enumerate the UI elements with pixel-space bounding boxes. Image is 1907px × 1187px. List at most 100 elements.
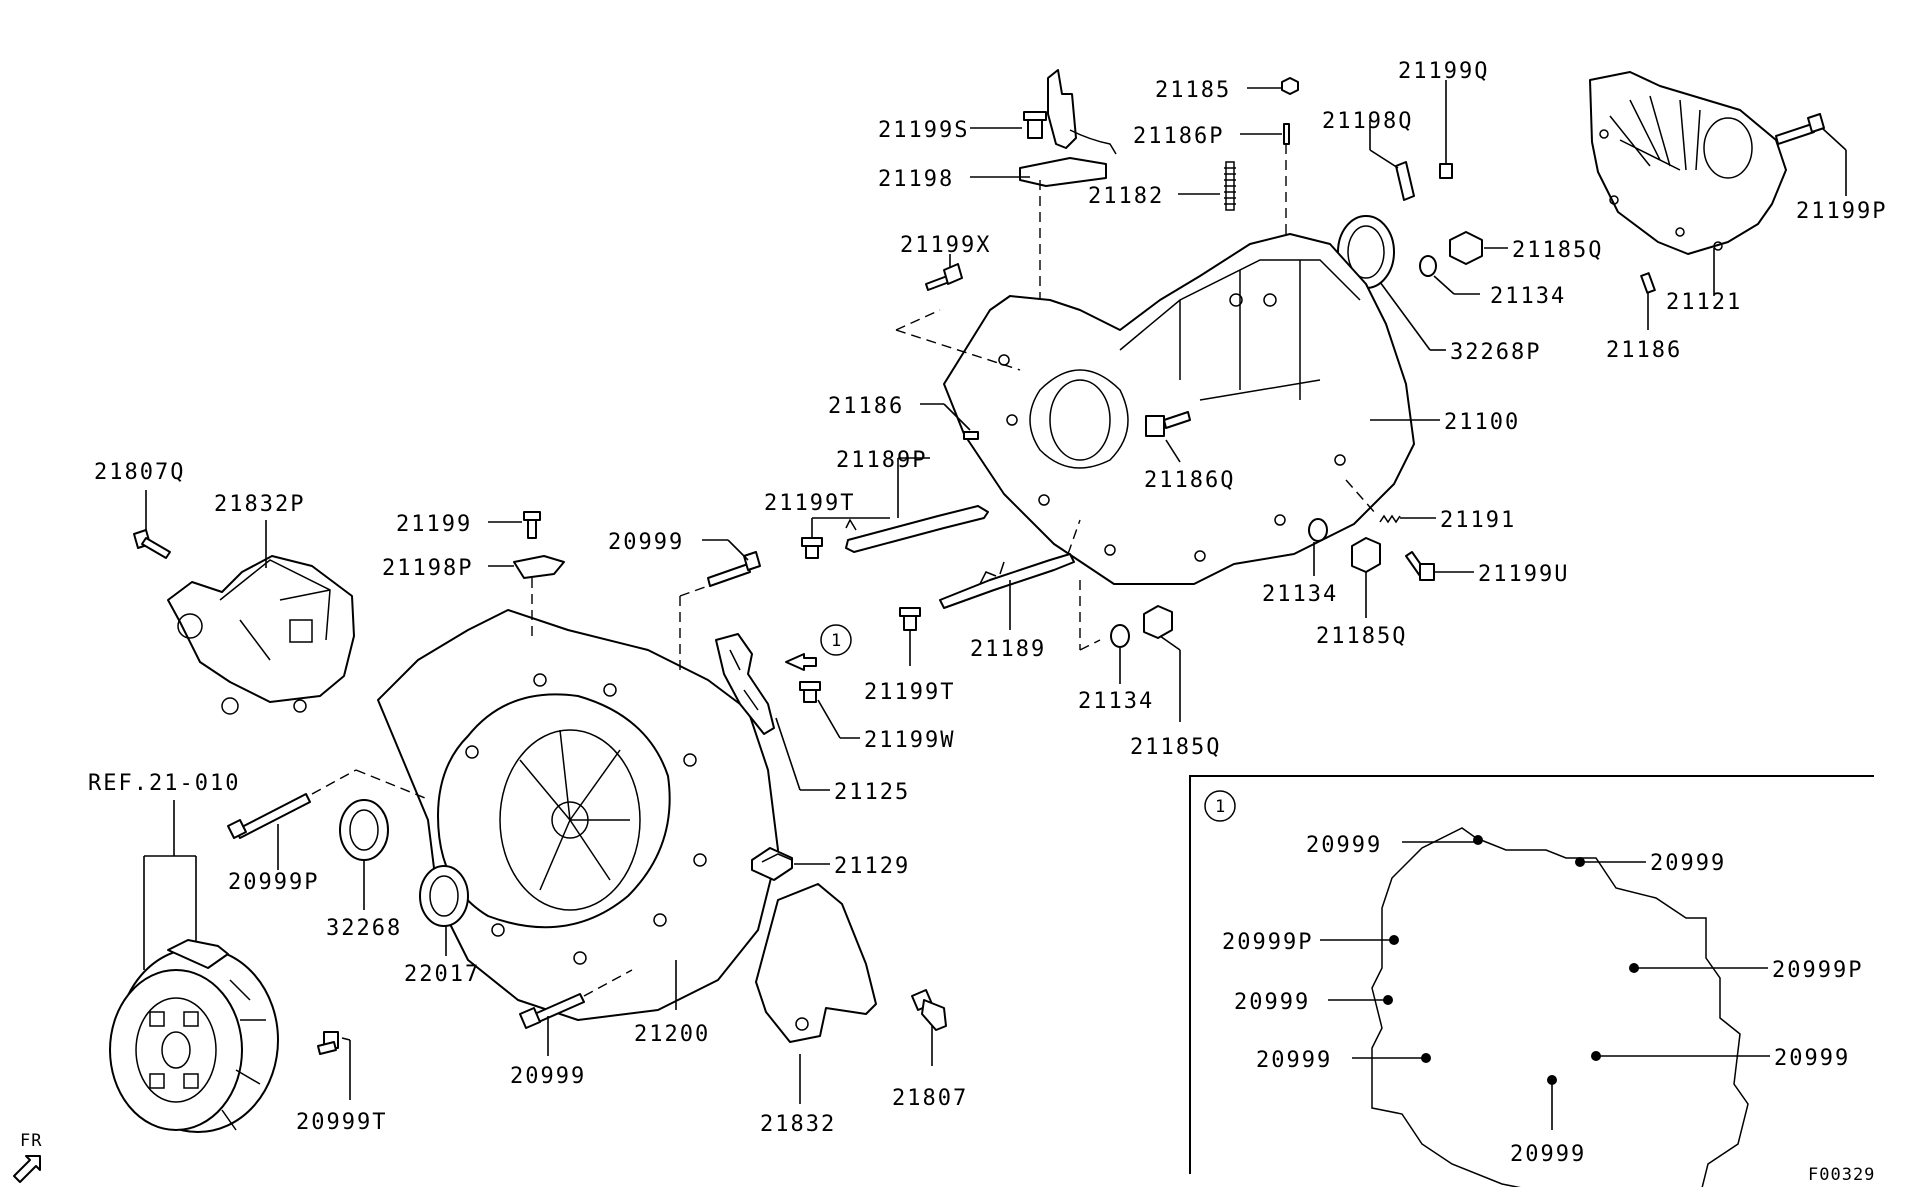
label-ref-21-010: REF.21-010 xyxy=(88,771,240,796)
label-21186-b: 21186 xyxy=(828,394,904,419)
label-21182: 21182 xyxy=(1088,184,1164,209)
label-21134-b: 21134 xyxy=(1262,582,1338,607)
label-21185: 21185 xyxy=(1155,78,1231,103)
part-21189P-rod xyxy=(845,505,989,553)
detail-label-20999-2: 20999 xyxy=(1650,851,1726,876)
label-21186Q: 21186Q xyxy=(1144,468,1235,493)
part-21129-plate xyxy=(751,847,793,881)
label-20999P-a: 20999P xyxy=(228,870,319,895)
label-21121: 21121 xyxy=(1666,290,1742,315)
part-21125-plate xyxy=(715,633,775,735)
detail-arrow-icon xyxy=(785,653,817,671)
label-21125: 21125 xyxy=(834,780,910,805)
detail-marker-circle xyxy=(820,624,852,656)
label-21199T-b: 21199T xyxy=(864,680,955,705)
detail-label-20999-3: 20999 xyxy=(1234,990,1310,1015)
part-21200-clutch-housing xyxy=(377,609,779,1021)
part-20999-bolt-b xyxy=(519,993,585,1029)
label-21832P: 21832P xyxy=(214,492,305,517)
label-21198Q: 21198Q xyxy=(1322,109,1413,134)
label-21186-a: 21186 xyxy=(1606,338,1682,363)
part-20999-bolt-a xyxy=(707,551,761,587)
part-21199T-bolt-b xyxy=(899,607,921,631)
label-20999-a: 20999 xyxy=(608,530,684,555)
part-21199S-bolt xyxy=(1023,111,1047,139)
label-21199T-a: 21199T xyxy=(764,491,855,516)
detail-label-20999P-1: 20999P xyxy=(1222,930,1313,955)
part-21832P-mount xyxy=(167,555,355,715)
part-21186-pin-b xyxy=(963,431,979,440)
label-21199P: 21199P xyxy=(1796,199,1887,224)
label-21807Q: 21807Q xyxy=(94,460,185,485)
part-21199P-bolt xyxy=(1775,113,1825,145)
part-20999T-bolt xyxy=(317,1031,339,1055)
label-21100: 21100 xyxy=(1444,410,1520,435)
part-21832-bracket xyxy=(755,883,877,1043)
part-21198Q-tab xyxy=(1395,161,1415,201)
part-21185-cap xyxy=(1281,77,1299,95)
label-21191: 21191 xyxy=(1440,508,1516,533)
label-21832: 21832 xyxy=(760,1112,836,1137)
label-21185Q-a: 21185Q xyxy=(1512,238,1603,263)
part-21199Q-bolt xyxy=(1439,163,1453,179)
label-32268P: 32268P xyxy=(1450,340,1541,365)
detail-label-20999-5: 20999 xyxy=(1774,1046,1850,1071)
detail-view-1: 1 20999 20999 20999P 20999P 20999 20999 … xyxy=(1189,775,1874,1187)
part-21134-washer-c xyxy=(1110,624,1130,648)
part-21185Q-plug-b xyxy=(1351,537,1381,573)
front-direction-arrow-icon xyxy=(13,1155,41,1183)
detail-label-20999P-2: 20999P xyxy=(1772,958,1863,983)
label-21198P: 21198P xyxy=(382,556,473,581)
detail-label-20999-4: 20999 xyxy=(1256,1048,1332,1073)
label-20999-b: 20999 xyxy=(510,1064,586,1089)
label-21200: 21200 xyxy=(634,1022,710,1047)
detail-label-20999-6: 20999 xyxy=(1510,1142,1586,1167)
diagram-code: F00329 xyxy=(1808,1165,1875,1185)
part-21199W-bolt xyxy=(799,681,821,703)
part-21100-transmission-case xyxy=(943,233,1415,585)
label-21185Q-c: 21185Q xyxy=(1130,735,1221,760)
detail-label-20999-1: 20999 xyxy=(1306,833,1382,858)
detail-view-marker-circle xyxy=(1204,790,1236,822)
label-20999T: 20999T xyxy=(296,1110,387,1135)
part-21121-cover xyxy=(1589,71,1787,255)
detail-marker-number: 1 xyxy=(831,631,842,651)
part-21807Q-bolt xyxy=(133,529,171,559)
part-20999P-bolt xyxy=(227,793,311,839)
part-21199X-bolt xyxy=(925,263,963,291)
part-21807-bolt xyxy=(911,989,947,1031)
detail-housing-outline xyxy=(1371,827,1749,1187)
label-fr-direction: FR xyxy=(20,1131,42,1151)
part-21198-bracket xyxy=(1019,69,1117,187)
label-21199X: 21199X xyxy=(900,233,991,258)
part-21134-washer-b xyxy=(1308,518,1328,542)
part-21199U-bolt xyxy=(1405,551,1435,581)
part-21199-bolt xyxy=(523,511,541,539)
part-21185Q-plug-c xyxy=(1143,605,1173,639)
label-32268: 32268 xyxy=(326,916,402,941)
part-21186-pin-a xyxy=(1640,272,1656,294)
part-clutch-assembly xyxy=(109,939,279,1133)
label-21185Q-b: 21185Q xyxy=(1316,624,1407,649)
label-21198: 21198 xyxy=(878,167,954,192)
part-21134-washer-a xyxy=(1419,255,1437,277)
label-21199U: 21199U xyxy=(1478,562,1569,587)
label-21189P: 21189P xyxy=(836,448,927,473)
label-21134-a: 21134 xyxy=(1490,284,1566,309)
label-21199S: 21199S xyxy=(878,118,969,143)
label-22017: 22017 xyxy=(404,962,480,987)
part-21182-spring xyxy=(1224,161,1236,211)
label-21199W: 21199W xyxy=(864,728,955,753)
part-21185Q-plug-a xyxy=(1449,231,1483,265)
label-21199: 21199 xyxy=(396,512,472,537)
part-21186Q-fitting xyxy=(1145,411,1191,437)
label-21186P: 21186P xyxy=(1133,124,1224,149)
label-21199Q: 21199Q xyxy=(1398,59,1489,84)
label-21134-c: 21134 xyxy=(1078,689,1154,714)
detail-view-marker-number: 1 xyxy=(1215,797,1226,817)
part-21191-spring xyxy=(1379,514,1401,524)
label-21189: 21189 xyxy=(970,637,1046,662)
part-21186P-pin xyxy=(1283,123,1290,145)
part-21198P-bracket xyxy=(513,555,565,579)
